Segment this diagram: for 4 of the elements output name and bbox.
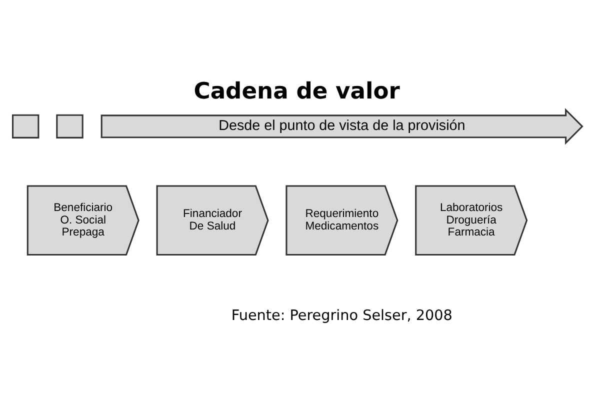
diagram-title: Cadena de valor	[194, 78, 400, 104]
node-box	[12, 114, 40, 138]
node-box	[56, 114, 84, 138]
caption: Fuente: Peregrino Selser, 2008	[231, 308, 452, 324]
